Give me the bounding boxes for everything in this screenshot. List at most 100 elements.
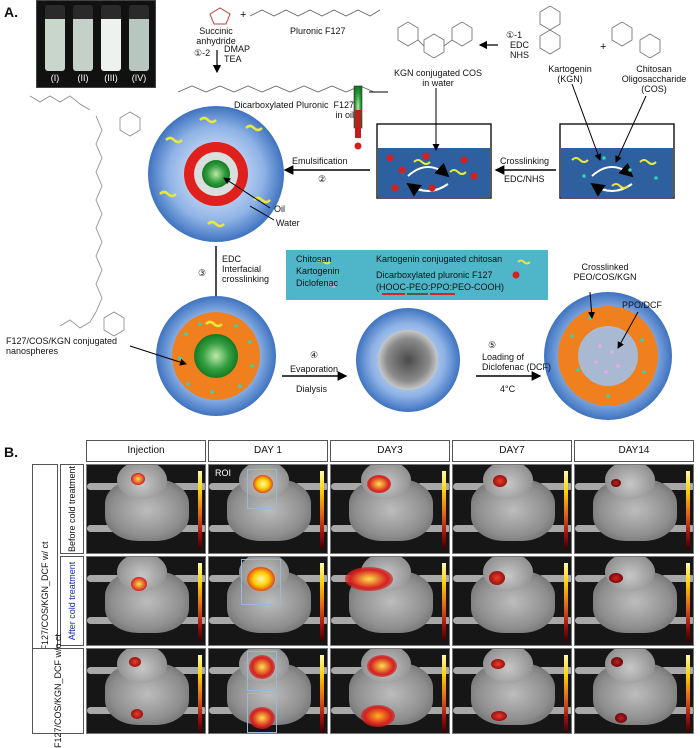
legend-dcf-icon	[328, 282, 332, 286]
emulsification-label: Emulsification	[292, 156, 348, 166]
pluronic-structure	[249, 9, 381, 17]
image-after-injection	[86, 556, 206, 646]
emulsion-sphere	[148, 106, 284, 242]
legend-chitosan-icon	[317, 259, 331, 265]
image-before-injection	[86, 464, 206, 554]
nanosphere	[156, 296, 276, 416]
image-before-day7	[452, 464, 572, 554]
kgn-cos-structure	[397, 21, 473, 59]
f127-kgn-structure	[29, 95, 141, 337]
image-after-day7	[452, 556, 572, 646]
group2-header: F127/COS/KGN_DCF w/o ct	[32, 634, 84, 748]
before-cold-header: Before cold treatment	[60, 464, 84, 554]
after-cold-label: After cold treatment	[67, 561, 77, 641]
step-1-1: ①-1	[506, 30, 523, 40]
leader-crosslinked	[588, 291, 596, 319]
step-3: ③	[198, 268, 207, 278]
step-2: ②	[318, 174, 327, 184]
col-header-day1: DAY 1	[208, 440, 328, 462]
panel-b-letter: B.	[4, 444, 18, 460]
col-header-day3: DAY3	[330, 440, 450, 462]
plus-sign-2: +	[600, 41, 607, 53]
dicarboxylated-structure	[177, 85, 375, 93]
kartogenin-label: Kartogenin (KGN)	[548, 64, 592, 84]
panel-a-letter: A.	[4, 4, 18, 20]
kgn-structure	[539, 5, 561, 55]
evaporation-label: Evaporation	[290, 364, 339, 374]
crosslinked-label: Crosslinked PEO/COS/KGN	[573, 262, 637, 282]
image-after-day1	[208, 556, 328, 646]
pluronic-label: Pluronic F127	[290, 26, 346, 36]
cos-structure	[611, 21, 661, 59]
crosslinking-label: Crosslinking	[500, 156, 550, 166]
vial-3	[101, 5, 121, 71]
edc-interfacial-label: EDC Interfacial crosslinking	[222, 254, 270, 284]
group1-label: F127/COS/KGN_DCF w/ ct	[40, 541, 50, 651]
leader-kgn	[571, 83, 602, 161]
oil-label: Oil	[274, 204, 285, 214]
step-5: ⑤	[488, 340, 497, 350]
plus-sign-1: +	[240, 9, 247, 21]
step-4: ④	[310, 350, 319, 360]
legend-box	[286, 250, 548, 300]
vial-label-3: (III)	[104, 73, 118, 83]
succinic-anhydride-structure	[209, 7, 231, 25]
legend-chitosan: Chitosan	[296, 254, 332, 264]
legend-kgn-chitosan: Kartogenin conjugated chitosan	[376, 254, 503, 264]
ppo-dcf-label: PPO/DCF	[622, 300, 663, 310]
chitosan-oligo-label: Chitosan Oligosaccharide (COS)	[621, 64, 687, 94]
dialysis-label: Dialysis	[296, 384, 328, 394]
col-header-day7: DAY7	[452, 440, 572, 462]
legend-kgn-chitosan-icon	[517, 259, 531, 265]
leader-water	[249, 205, 275, 221]
after-cold-header: After cold treatment	[60, 556, 84, 646]
image-after-day3	[330, 556, 450, 646]
legend-formula: (HOOC-PEO:PPO:PEO-COOH)	[376, 282, 505, 292]
pipette-liquid	[355, 110, 361, 138]
image-before-day1: ROI	[208, 464, 328, 554]
legend-kartogenin: Kartogenin	[296, 266, 340, 276]
vial-label-4: (IV)	[131, 73, 147, 83]
vial-label-1: (I)	[50, 73, 60, 83]
image-after-day14	[574, 556, 694, 646]
image-noct-day1	[208, 648, 328, 734]
evaporated-sphere	[356, 308, 460, 412]
dicarboxylated-label: Dicarboxylated Pluronic F127 in oil	[234, 100, 355, 120]
image-noct-day7	[452, 648, 572, 734]
dcf-loaded-sphere	[544, 292, 672, 420]
legend-dicarb-pluronic: Dicarboxylated pluronic F127	[376, 270, 493, 280]
vial-photo: (I) (II) (III) (IV)	[36, 0, 156, 88]
legend-kgn-icon	[333, 270, 337, 274]
droplet	[354, 142, 362, 150]
loading-label: Loading of Diclofenac (DCF)	[482, 352, 552, 372]
kgn-cos-label: KGN conjugated COS in water	[393, 68, 483, 88]
image-noct-day3	[330, 648, 450, 734]
temp-label: 4°C	[500, 384, 516, 394]
succinic-anhydride-label: Succinic anhydride	[196, 26, 236, 46]
beaker-reaction	[376, 123, 492, 199]
edc-nhs-mid-label: EDC/NHS	[504, 174, 545, 184]
group2-label: F127/COS/KGN_DCF w/o ct	[53, 633, 63, 748]
roi-label: ROI	[215, 468, 232, 478]
vial-4	[129, 5, 149, 71]
leader-nanospheres	[129, 345, 187, 366]
legend-pluronic-icon	[512, 271, 520, 279]
vial-label-2: (II)	[77, 73, 89, 83]
step-1-2: ①-2	[194, 48, 211, 58]
vial-1	[45, 5, 65, 71]
before-cold-label: Before cold treatment	[67, 465, 77, 553]
edc-nhs-top-label: EDC NHS	[510, 40, 530, 60]
leader-ppo-dcf	[617, 311, 639, 349]
scheme-graphics	[29, 5, 675, 420]
nanospheres-label: F127/COS/KGN conjugated nanospheres	[6, 336, 118, 356]
image-before-day14	[574, 464, 694, 554]
water-label: Water	[276, 218, 300, 228]
legend-diclofenac: Diclofenac	[296, 278, 339, 288]
image-noct-day14	[574, 648, 694, 734]
image-before-day3	[330, 464, 450, 554]
leader-oil	[223, 177, 271, 209]
vial-2	[73, 5, 93, 71]
leader-cos	[615, 95, 647, 163]
col-header-injection: Injection	[86, 440, 206, 462]
